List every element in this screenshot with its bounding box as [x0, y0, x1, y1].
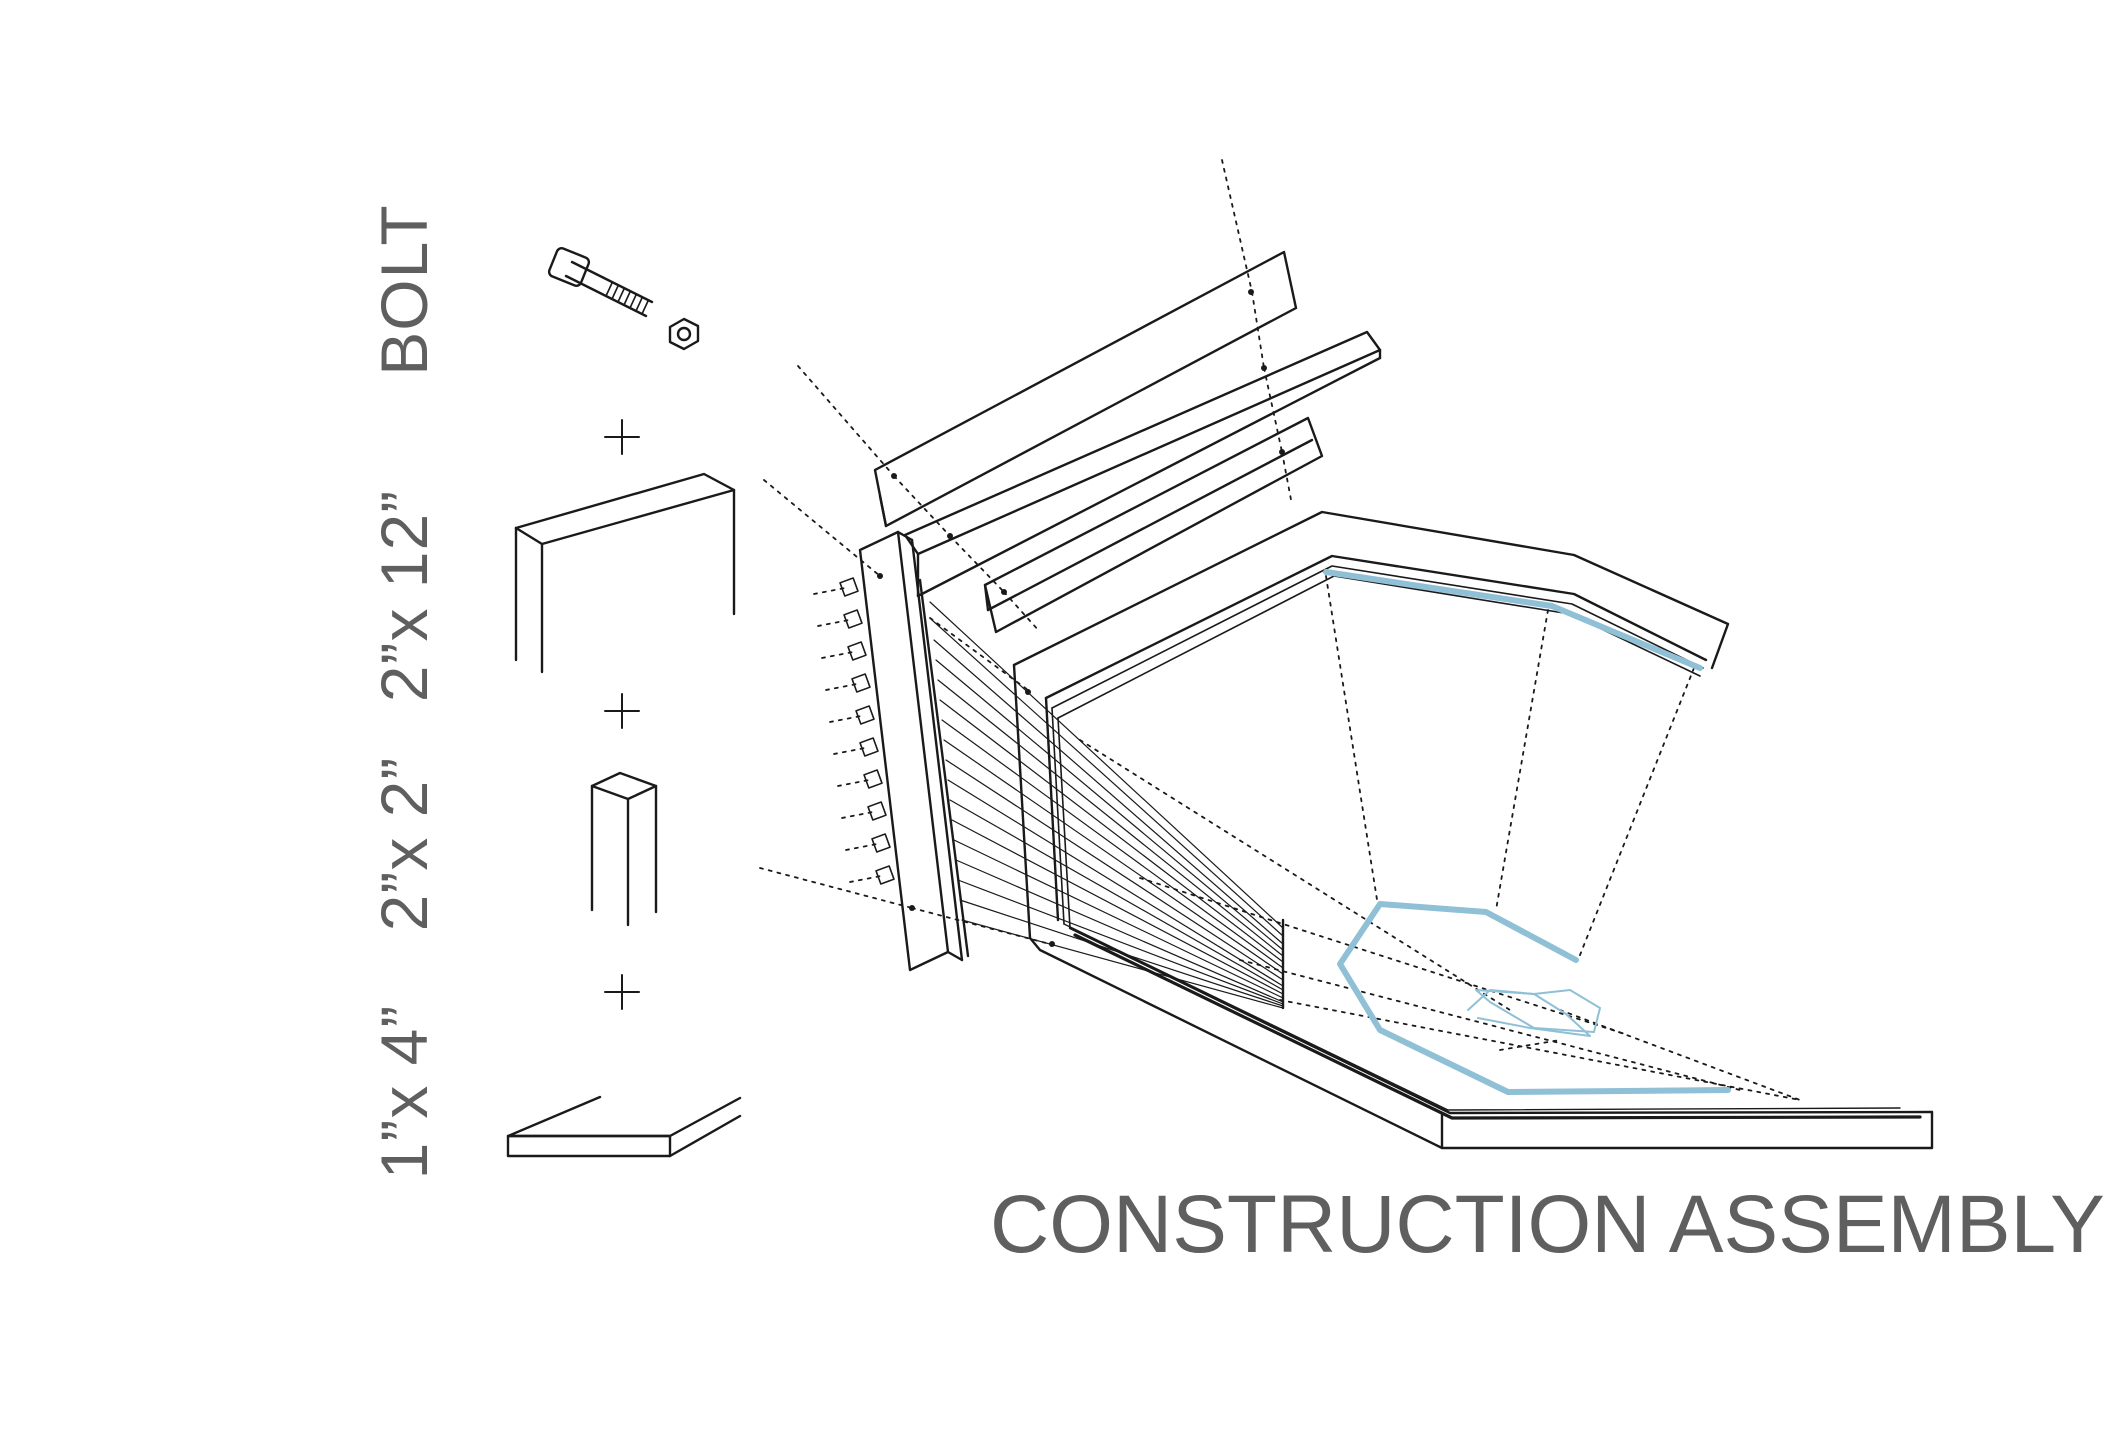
plus-marker-1	[604, 419, 640, 455]
plus-marker-2	[604, 693, 640, 729]
top-board-1	[873, 250, 1298, 528]
anchor-dots	[877, 289, 1285, 947]
label-bolt: BOLT	[367, 204, 441, 376]
accent-outline	[1323, 569, 1731, 1095]
bolt-icon	[547, 247, 700, 351]
post-2x2-icon	[590, 771, 658, 927]
label-2x12: 2”x 12”	[367, 489, 441, 703]
main-frame	[1012, 510, 1934, 1150]
block-column	[839, 577, 895, 885]
slat-fan	[929, 601, 1285, 1010]
top-board-3	[983, 416, 1324, 634]
label-2x2: 2”x 2”	[367, 756, 441, 932]
label-1x4: 1”x 4”	[367, 1004, 441, 1180]
guide-lines	[759, 159, 1801, 1101]
board-1x4-icon	[506, 1095, 742, 1158]
plus-marker-3	[604, 974, 640, 1010]
vertical-post	[858, 530, 970, 972]
board-2x12-icon	[514, 472, 736, 674]
diagram-title: CONSTRUCTION ASSEMBLY	[990, 1179, 2105, 1270]
